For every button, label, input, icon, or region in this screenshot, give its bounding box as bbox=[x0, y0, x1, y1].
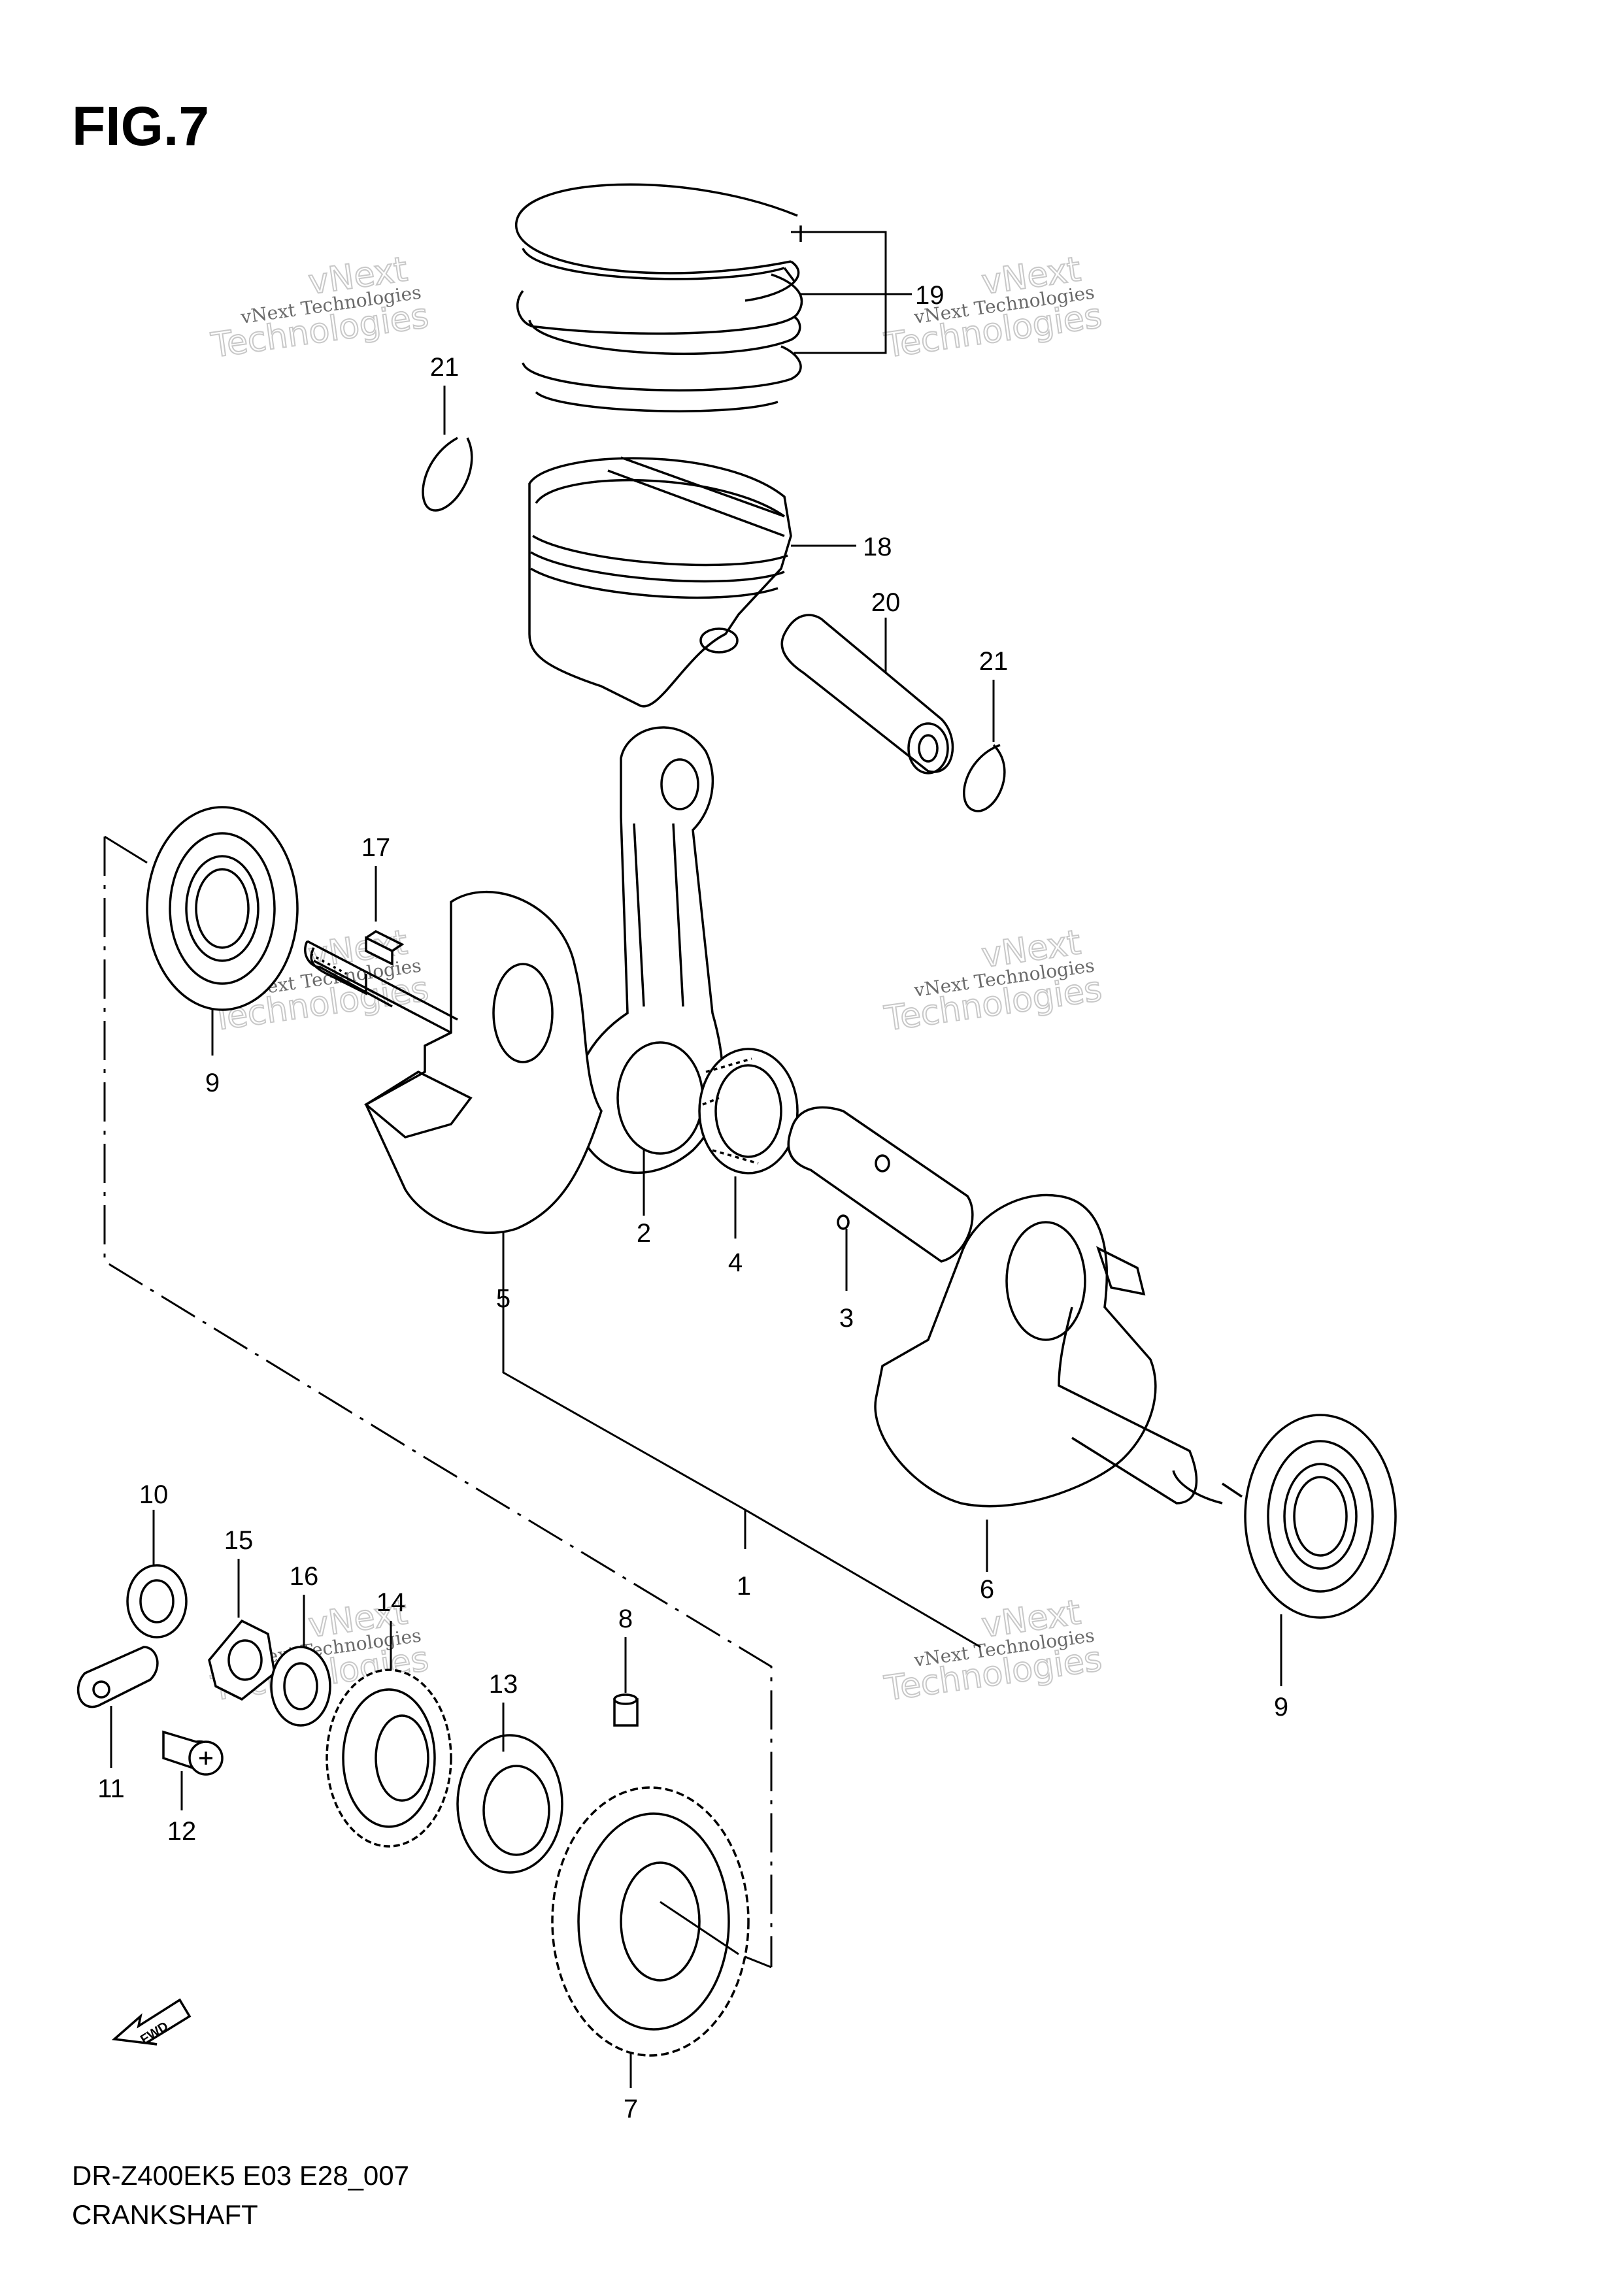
callout-21-right: 21 bbox=[979, 647, 1009, 676]
watermark: vNext vNext Technologies Technologies bbox=[208, 249, 431, 366]
assembly-outline bbox=[103, 835, 981, 1969]
callout-4: 4 bbox=[728, 1248, 743, 1277]
gear-14 bbox=[326, 1621, 452, 1848]
callout-9-right: 9 bbox=[1274, 1693, 1288, 1722]
crank-web-right bbox=[874, 1193, 1243, 1572]
callout-13: 13 bbox=[489, 1670, 518, 1699]
piston-pin bbox=[780, 614, 954, 774]
callout-3: 3 bbox=[839, 1304, 854, 1333]
callout-2: 2 bbox=[637, 1219, 651, 1248]
callout-18: 18 bbox=[863, 533, 892, 561]
fwd-arrow: FWD bbox=[111, 1998, 192, 2047]
lock-plate-11 bbox=[76, 1646, 159, 1768]
needle-bearing bbox=[698, 1048, 799, 1239]
connecting-rod bbox=[573, 726, 724, 1216]
watermark: vNext vNext Technologies Technologies bbox=[881, 1592, 1105, 1709]
circlip-right bbox=[963, 680, 1006, 812]
figure-title: FIG.7 bbox=[72, 95, 210, 157]
main-bearing-right bbox=[1244, 1414, 1397, 1686]
callout-16: 16 bbox=[290, 1562, 319, 1591]
crankshaft-left-stub bbox=[304, 940, 393, 1008]
washer-16 bbox=[270, 1595, 331, 1727]
watermark: vNext vNext Technologies Technologies bbox=[881, 922, 1105, 1039]
callout-15: 15 bbox=[224, 1526, 254, 1555]
main-bearing-left bbox=[146, 806, 299, 1056]
callout-12: 12 bbox=[167, 1817, 197, 1846]
callout-labels: 1 2 3 4 5 6 7 8 9 9 10 11 12 13 14 15 16… bbox=[97, 281, 1288, 2123]
callout-19: 19 bbox=[915, 281, 945, 310]
callout-17: 17 bbox=[361, 833, 391, 862]
crank-pin bbox=[787, 1106, 974, 1291]
diagram-subtitle: CRANKSHAFT bbox=[72, 2199, 258, 2230]
screw-12 bbox=[162, 1730, 224, 1810]
callout-7: 7 bbox=[624, 2095, 638, 2123]
callout-9-left: 9 bbox=[205, 1069, 220, 1097]
callout-11: 11 bbox=[97, 1774, 125, 1803]
oil-seal-10 bbox=[126, 1510, 188, 1639]
nut-15 bbox=[208, 1559, 276, 1701]
crank-web-left bbox=[307, 891, 603, 1234]
watermark: vNext vNext Technologies Technologies bbox=[881, 249, 1105, 366]
callout-14: 14 bbox=[376, 1588, 406, 1617]
diagram-code: DR-Z400EK5 E03 E28_007 bbox=[72, 2160, 409, 2191]
dowel-pin-8 bbox=[613, 1637, 639, 1727]
circlip-top bbox=[422, 386, 473, 512]
bearing-13 bbox=[456, 1703, 563, 1874]
callout-10: 10 bbox=[139, 1480, 169, 1509]
callout-1: 1 bbox=[737, 1572, 751, 1601]
callout-5: 5 bbox=[496, 1284, 510, 1313]
callout-6: 6 bbox=[980, 1575, 994, 1604]
callout-21-top: 21 bbox=[430, 353, 460, 382]
primary-gear-7 bbox=[551, 1786, 750, 2088]
woodruff-key bbox=[365, 866, 405, 966]
piston bbox=[528, 456, 856, 708]
callout-20: 20 bbox=[871, 588, 901, 617]
callout-8: 8 bbox=[618, 1605, 633, 1633]
piston-ring-set bbox=[515, 183, 912, 412]
